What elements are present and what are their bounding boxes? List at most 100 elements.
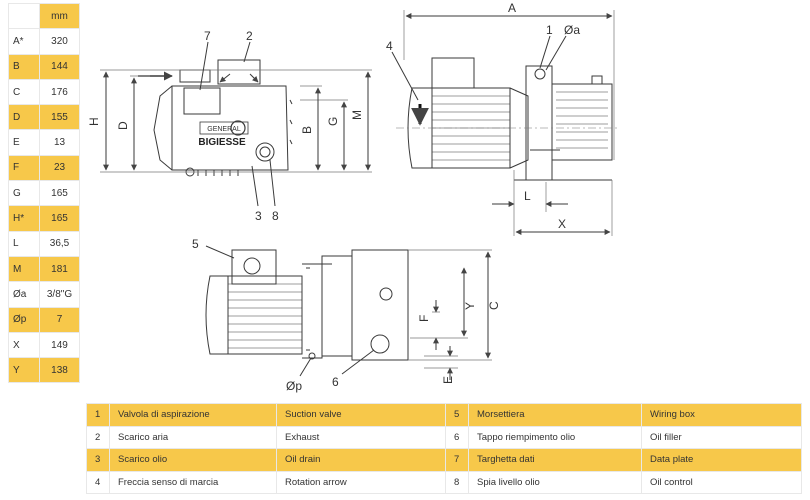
callout-1: 1 [546,23,553,37]
dim-key: H* [8,205,40,232]
callout-6: 6 [332,375,339,389]
label-D: D [116,121,130,130]
technical-drawing: GENERAL BIGIESSE A H D B G M L X C Y F E… [87,1,620,393]
suction-valve [534,68,546,80]
dim-value: 320 [39,28,80,55]
dim-value: 23 [39,154,80,182]
legend-cell-n1: 1 [86,403,110,427]
dim-value: 13 [39,129,80,156]
legend-cell-it2: Tappo riempimento olio [468,425,642,449]
label-op: Øp [286,379,302,393]
brand-badge: GENERAL BIGIESSE [198,120,249,148]
legend-cell-it2: Morsettiera [468,403,642,427]
dim-key: Øp [8,306,40,333]
legend-cell-en1: Rotation arrow [276,470,446,494]
legend-cell-n2: 5 [445,403,469,427]
legend-cell-n1: 4 [86,470,110,494]
dim-key: C [8,78,40,106]
dim-key: Øa [8,281,40,308]
legend-cell-en2: Oil filler [641,425,802,449]
dim-value: 155 [39,104,80,131]
legend-cell-en1: Suction valve [276,403,446,427]
dim-key: A* [8,28,40,55]
label-C: C [487,301,501,310]
dim-key: E [8,129,40,156]
legend-cell-it2: Spia livello olio [468,470,642,494]
label-A: A [508,1,516,15]
dim-key: B [8,53,40,80]
dim-value: 36,5 [39,230,80,257]
top-view [205,245,492,380]
dim-value: 181 [39,255,80,283]
legend-cell-it2: Targhetta dati [468,448,642,472]
dim-value: 149 [39,331,80,359]
callout-8: 8 [272,209,279,223]
label-Y: Y [463,302,477,310]
dim-key: M [8,255,40,283]
dim-key: D [8,104,40,131]
dim-row: H*165 [8,205,80,232]
dim-row: A*320 [8,28,80,55]
svg-text:BIGIESSE: BIGIESSE [198,137,246,148]
legend-cell-n2: 8 [445,470,469,494]
dim-value: 144 [39,53,80,80]
legend-cell-n2: 7 [445,448,469,472]
legend-cell-en2: Data plate [641,448,802,472]
legend-cell-n1: 3 [86,448,110,472]
legend-cell-it1: Valvola di aspirazione [109,403,277,427]
dim-header-unit: mm [39,2,80,30]
dim-key: F [8,154,40,182]
legend-cell-it1: Scarico olio [109,448,277,472]
dim-value: 7 [39,306,80,333]
dim-header-key [8,2,40,30]
dim-value: 165 [39,180,80,207]
callout-3: 3 [255,209,262,223]
oil-filler [370,334,390,354]
side-view [391,10,620,236]
dim-value: 165 [39,205,80,232]
dim-key: G [8,180,40,207]
label-oa: Øa [564,23,580,37]
legend-cell-en2: Wiring box [641,403,802,427]
legend-cell-en1: Oil drain [276,448,446,472]
dim-value: 176 [39,78,80,106]
callout-5: 5 [192,237,199,251]
dim-value: 3/8"G [39,281,80,308]
fixing-hole [308,352,316,360]
legend-cell-en2: Oil control [641,470,802,494]
label-L: L [524,189,531,203]
wiring-box [431,57,475,89]
dim-key: X [8,331,40,359]
label-F: F [417,315,431,322]
data-plate [183,87,221,115]
svg-text:GENERAL: GENERAL [207,126,241,133]
label-X: X [558,217,566,231]
front-view [100,41,372,207]
legend-cell-en1: Exhaust [276,425,446,449]
callout-7: 7 [204,29,211,43]
label-B: B [300,126,314,134]
dim-value: 138 [39,357,80,384]
label-H: H [87,117,101,126]
legend-cell-n2: 6 [445,425,469,449]
legend-cell-n1: 2 [86,425,110,449]
legend-cell-it1: Freccia senso di marcia [109,470,277,494]
callout-4: 4 [386,39,393,53]
callout-2: 2 [246,29,253,43]
legend-cell-it1: Scarico aria [109,425,277,449]
